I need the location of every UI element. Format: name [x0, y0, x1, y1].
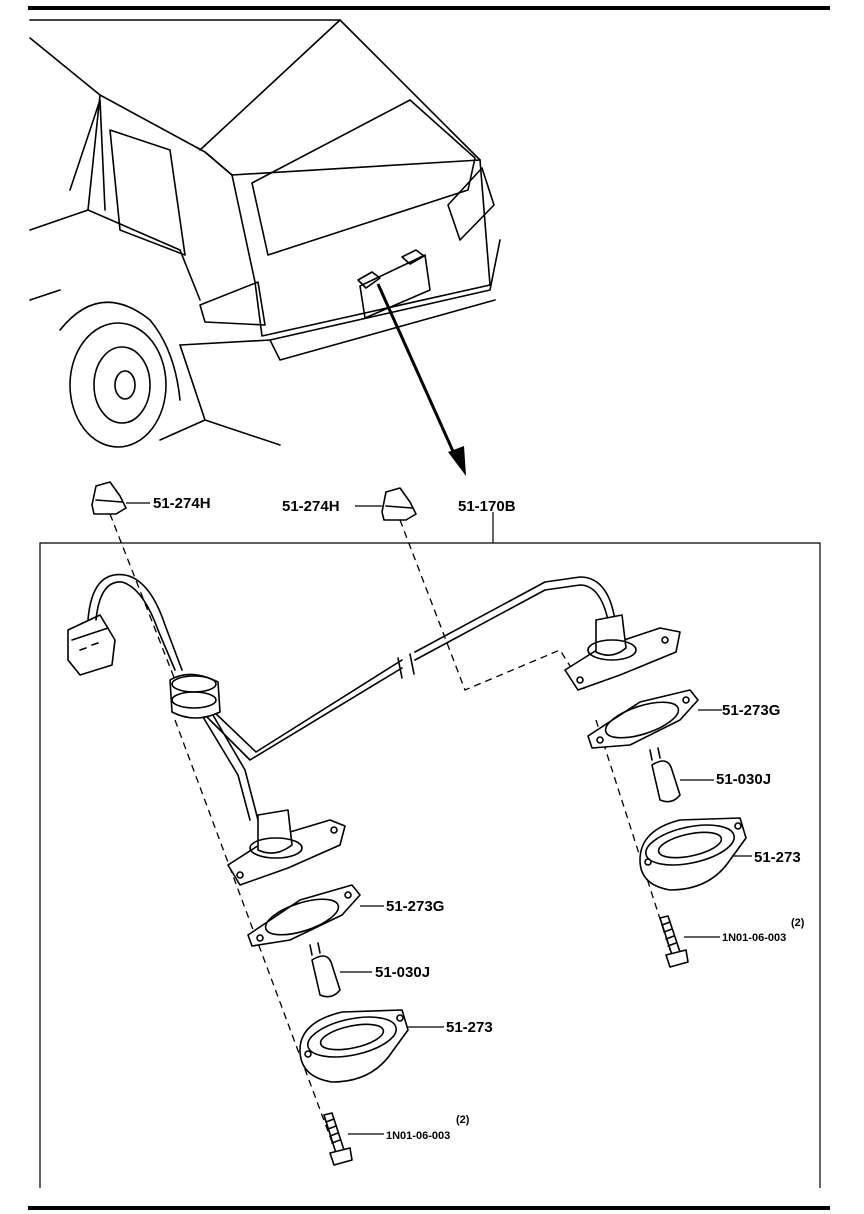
cover-left-part	[91, 481, 127, 515]
vehicle-illustration	[29, 19, 501, 448]
gasket-left-part	[247, 884, 361, 947]
screw-left-part	[323, 1112, 353, 1166]
cover-right-part	[381, 487, 417, 521]
label-gasket-left: 51-273G	[386, 898, 444, 915]
label-bulb-left: 51-030J	[375, 964, 430, 981]
label-screw-right: 1N01-06-003	[722, 932, 786, 944]
label-harness: 51-170B	[458, 498, 516, 515]
label-screw-right-qty: (2)	[791, 917, 805, 929]
label-screw-left-qty: (2)	[456, 1114, 470, 1126]
screw-right-part	[659, 915, 689, 968]
detail-frame	[39, 542, 821, 1188]
bulb-left-part	[309, 942, 341, 998]
label-bulb-right: 51-030J	[716, 771, 771, 788]
harness-connector	[67, 614, 116, 676]
housing-left	[227, 809, 346, 886]
label-screw-left: 1N01-06-003	[386, 1130, 450, 1142]
label-lens-left: 51-273	[446, 1019, 493, 1036]
lens-right-part	[639, 817, 747, 891]
lens-left-part	[299, 1009, 409, 1083]
grommet	[169, 673, 221, 719]
bulb-right-part	[649, 747, 681, 803]
label-lens-right: 51-273	[754, 849, 801, 866]
wiring-harness	[87, 573, 616, 821]
label-cover-left: 51-274H	[153, 495, 211, 512]
gasket-right-part	[587, 689, 699, 749]
label-cover-right: 51-274H	[282, 498, 340, 515]
detail-arrow	[376, 283, 466, 476]
label-gasket-right: 51-273G	[722, 702, 780, 719]
housing-right	[564, 614, 681, 691]
